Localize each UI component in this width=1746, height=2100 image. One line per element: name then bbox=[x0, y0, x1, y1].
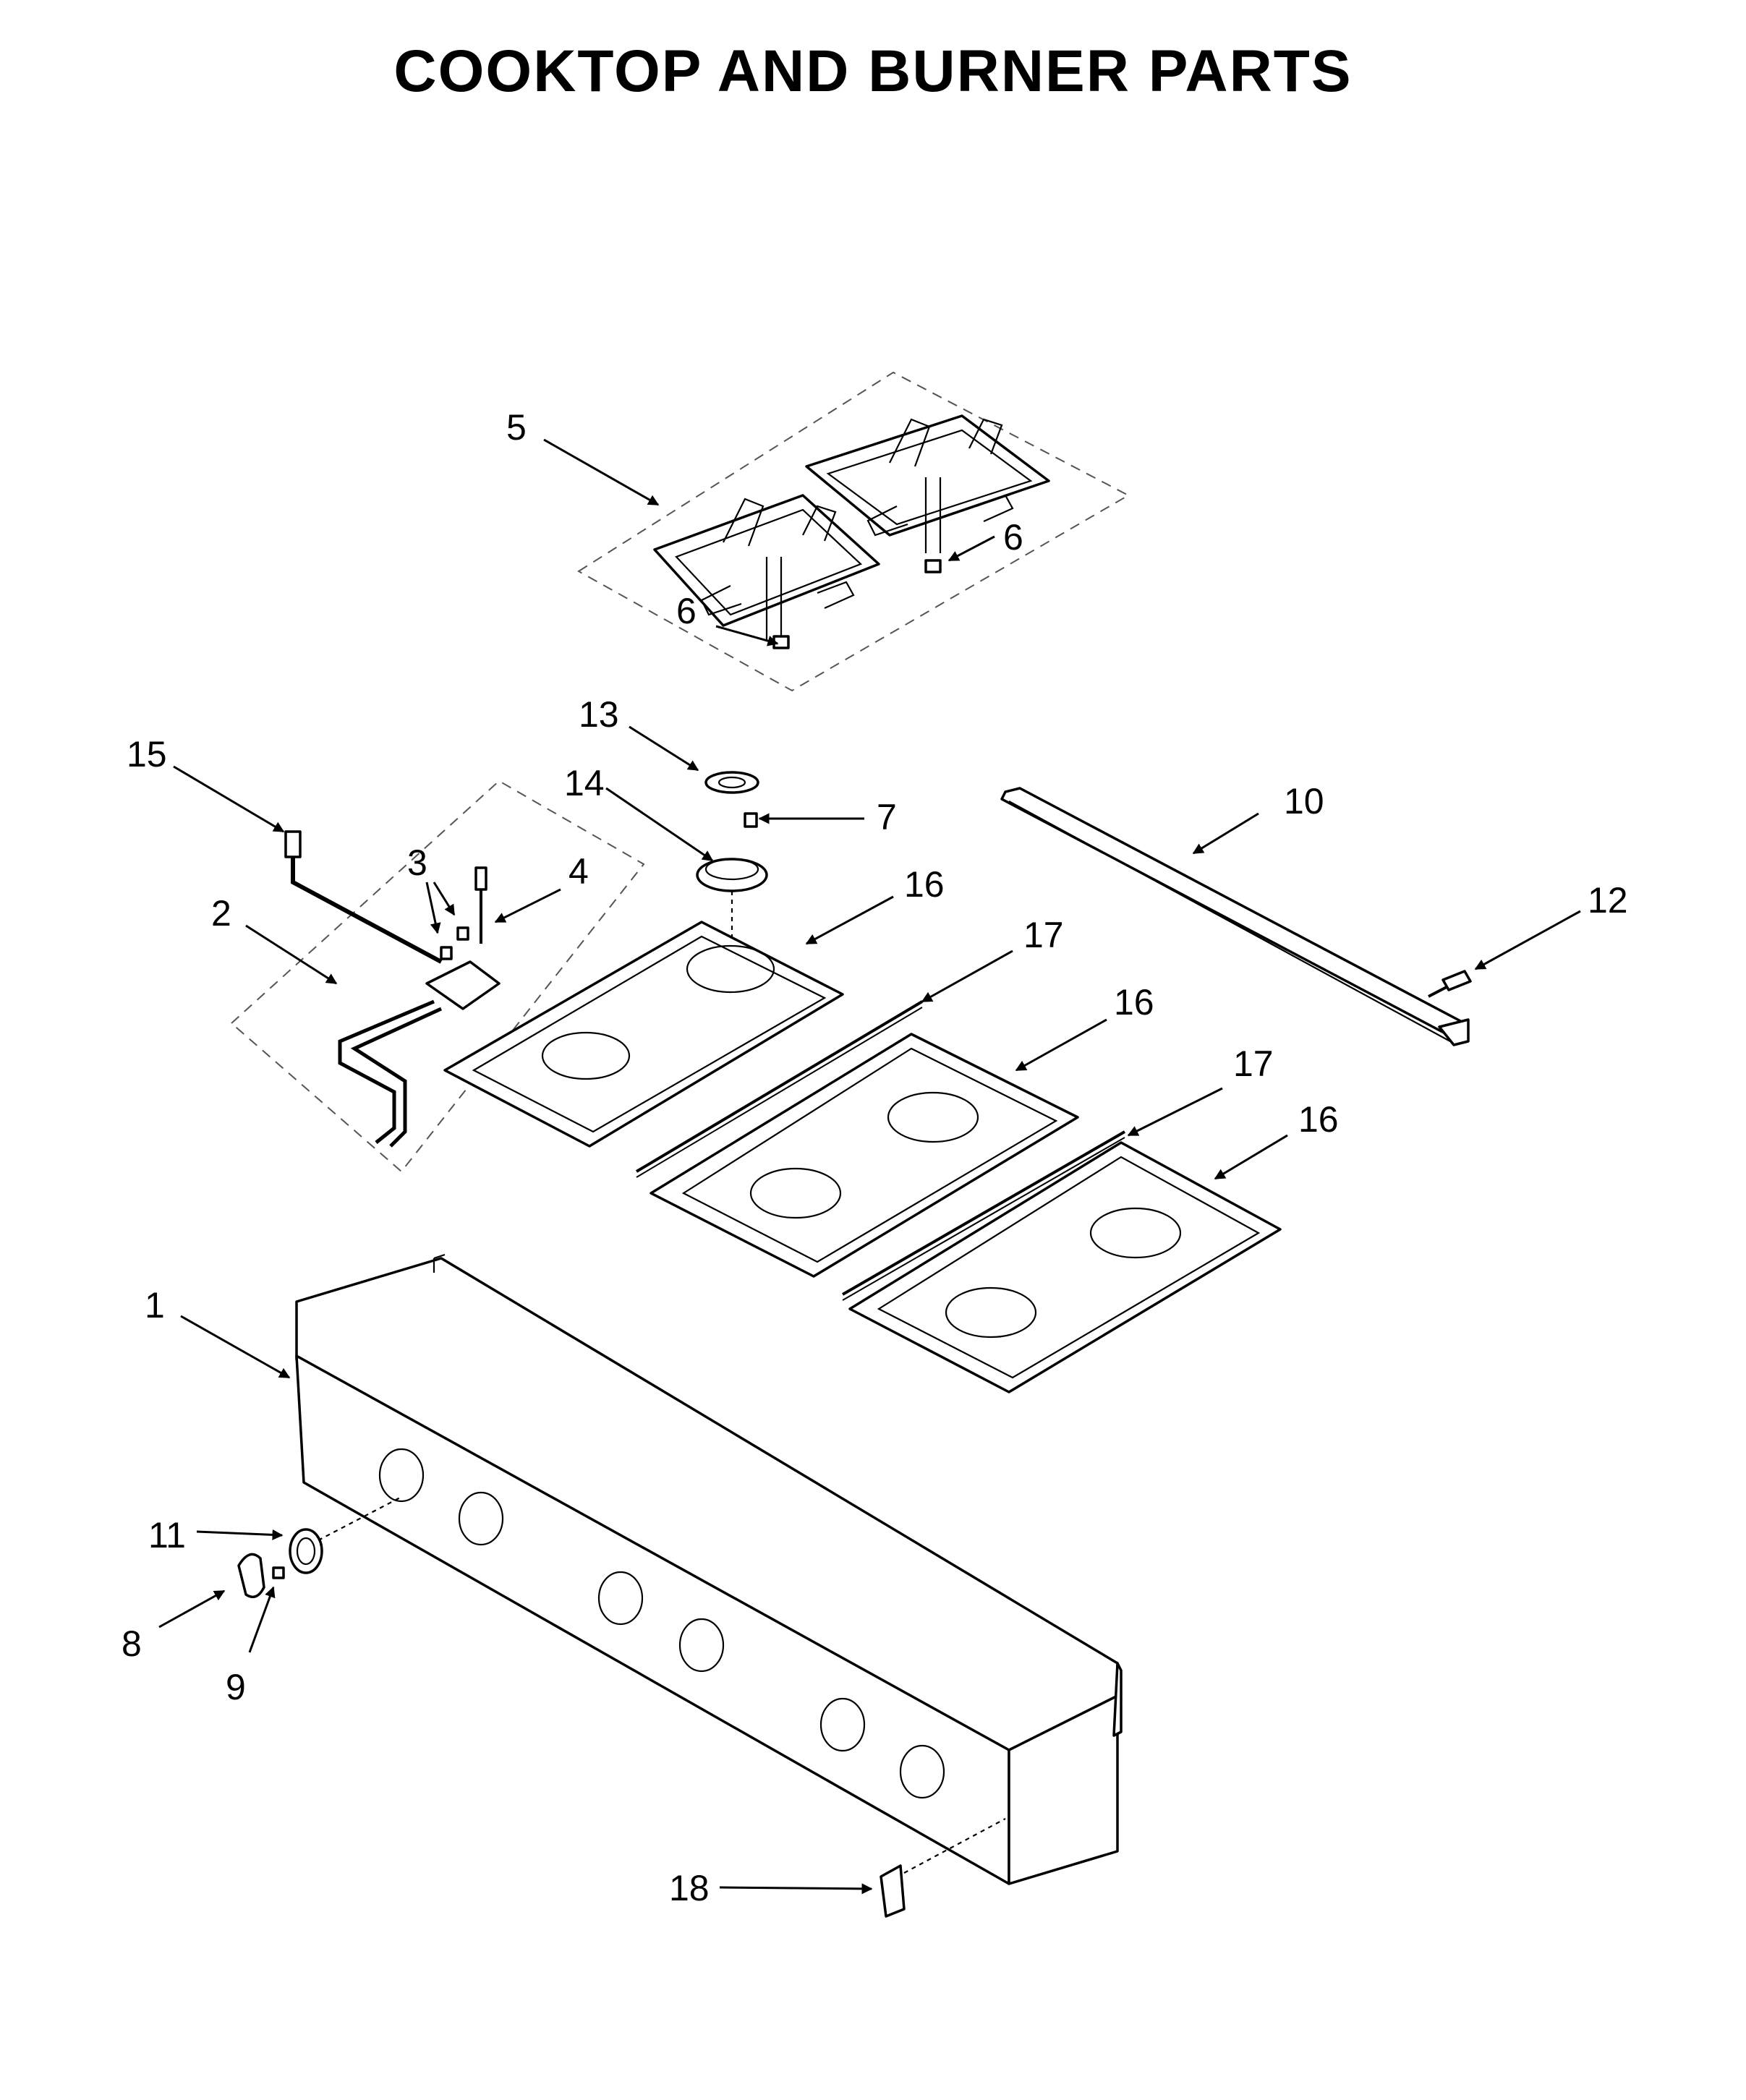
knob-hole-5 bbox=[819, 1697, 866, 1752]
callout-12: 12 bbox=[1588, 880, 1628, 921]
control-panel[interactable] bbox=[295, 1253, 1123, 1885]
callout-16-middle: 16 bbox=[1114, 982, 1154, 1023]
callout-9: 9 bbox=[226, 1667, 246, 1707]
valve-assembly[interactable] bbox=[230, 780, 645, 1173]
page-title: COOKTOP AND BURNER PARTS bbox=[393, 38, 1353, 104]
burner-cap bbox=[704, 771, 759, 794]
grate-right[interactable] bbox=[805, 414, 1050, 573]
burner-head-assembly[interactable] bbox=[696, 771, 768, 962]
callout-11: 11 bbox=[148, 1515, 186, 1555]
knob-hole-3 bbox=[597, 1571, 644, 1626]
grate-assembly[interactable] bbox=[577, 371, 1130, 692]
callout-2: 2 bbox=[211, 893, 231, 934]
callout-16-bottom: 16 bbox=[1298, 1099, 1339, 1140]
callout-7: 7 bbox=[877, 797, 897, 837]
seam-strip-2[interactable] bbox=[842, 1130, 1125, 1301]
callout-8: 8 bbox=[122, 1623, 142, 1664]
knob-screw bbox=[272, 1566, 285, 1579]
burner-screw bbox=[744, 812, 758, 828]
knob-hole-6 bbox=[899, 1744, 945, 1799]
callout-labels: 5 6 6 13 14 7 15 3 4 2 10 12 16 17 16 17… bbox=[122, 407, 1628, 1908]
knob-hole-4 bbox=[678, 1618, 725, 1673]
burner-pan-3[interactable] bbox=[848, 1141, 1282, 1393]
callout-6-right: 6 bbox=[1003, 517, 1023, 558]
burner-pan-2[interactable] bbox=[650, 1033, 1079, 1278]
rear-trim[interactable] bbox=[1000, 787, 1470, 1046]
callout-5: 5 bbox=[506, 407, 527, 448]
callout-3: 3 bbox=[407, 842, 427, 883]
callout-18: 18 bbox=[669, 1868, 710, 1908]
callout-10: 10 bbox=[1284, 781, 1324, 821]
burner-head bbox=[696, 858, 768, 892]
callout-14: 14 bbox=[564, 763, 605, 803]
knob-assembly[interactable] bbox=[237, 1496, 402, 1599]
callout-4: 4 bbox=[568, 851, 589, 892]
screw-3b bbox=[456, 926, 469, 941]
rear-trim-screw[interactable] bbox=[1428, 970, 1472, 998]
igniter bbox=[474, 866, 487, 891]
screw-3a bbox=[440, 946, 453, 960]
callout-17-top: 17 bbox=[1023, 915, 1064, 955]
callout-15: 15 bbox=[127, 734, 167, 774]
leader-lines bbox=[158, 438, 1581, 1895]
callout-13: 13 bbox=[579, 694, 619, 735]
knob bbox=[237, 1553, 265, 1599]
panel-clip[interactable] bbox=[880, 1818, 1006, 1918]
seam-strip-1[interactable] bbox=[635, 1000, 924, 1178]
knob-hole-1 bbox=[378, 1448, 425, 1503]
callout-1: 1 bbox=[145, 1285, 165, 1326]
burner-pan-1[interactable] bbox=[443, 921, 844, 1148]
knob-hole-2 bbox=[458, 1491, 504, 1546]
callout-17-bottom: 17 bbox=[1233, 1043, 1274, 1084]
callout-6-left: 6 bbox=[676, 591, 697, 631]
valve-plate bbox=[425, 960, 501, 1010]
knob-bezel bbox=[289, 1528, 323, 1574]
callout-16-top: 16 bbox=[904, 864, 945, 905]
